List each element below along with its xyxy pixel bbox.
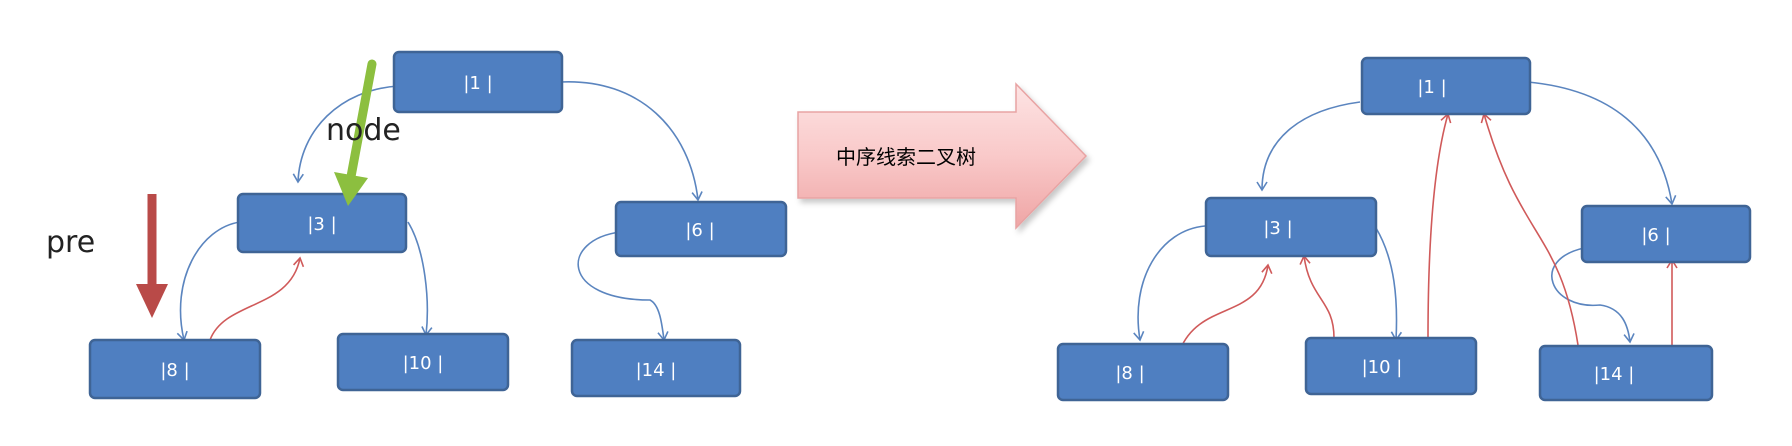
thread-r8-to-r3 [1179,263,1273,351]
node-1: |1 | [392,50,564,114]
edge-r1-to-r6 [1527,81,1677,206]
node-8: |8 | [88,338,262,400]
thread-r14-to-r1 [1480,112,1579,346]
node-pointer-label: node [326,113,401,148]
node-r6: |6 | [1580,204,1752,264]
node-r10: |10 | [1304,336,1478,396]
transform-arrow-label: 中序线索二叉树 [836,145,976,169]
edge-r3-to-r8 [1133,225,1206,342]
node-r3-label: |3 | [1263,218,1292,239]
node-r3: |3 | [1204,196,1378,258]
node-r14-label: |14 | [1594,364,1635,385]
edge-3-to-8 [176,221,241,342]
thread-8-to-3 [209,256,305,341]
pre-pointer-label: pre [46,225,95,260]
left-tree: |1 | |3 | |6 | |8 | |10 | |14 | node [46,50,788,400]
node-3: |3 | [236,192,408,254]
node-14-label: |14 | [636,360,677,381]
edge-1-to-6 [559,81,703,202]
node-10: |10 | [336,332,510,392]
node-10-label: |10 | [403,353,444,374]
edge-r3-to-r10 [1375,227,1403,342]
edge-1-to-3 [292,85,399,184]
node-6-label: |6 | [685,220,714,241]
thread-r10-to-r1 [1427,112,1452,339]
thread-r10-to-r3 [1299,254,1335,339]
node-r6-label: |6 | [1641,225,1670,246]
node-8-label: |8 | [160,360,189,381]
node-3-label: |3 | [307,214,336,235]
pre-pointer-arrow [136,194,168,318]
node-14: |14 | [570,338,742,398]
edge-6-to-14 [577,231,669,342]
node-1-label: |1 | [463,73,492,94]
edge-3-to-10 [407,221,433,337]
node-r10-label: |10 | [1362,357,1403,378]
transform-arrow [797,82,1088,230]
node-6: |6 | [614,200,788,258]
node-pointer-arrow [334,59,377,206]
node-r8-label: |8 | [1115,363,1144,384]
node-r1-label: |1 | [1417,77,1446,98]
edge-r1-to-r3 [1256,101,1361,192]
node-r1: |1 | [1360,56,1532,116]
right-tree: |1 | |3 | |6 | |8 | |10 | |14 | [1056,56,1752,402]
node-r8: |8 | [1056,342,1230,402]
edge-r6-to-r14 [1551,247,1635,344]
node-r14: |14 | [1538,344,1714,402]
